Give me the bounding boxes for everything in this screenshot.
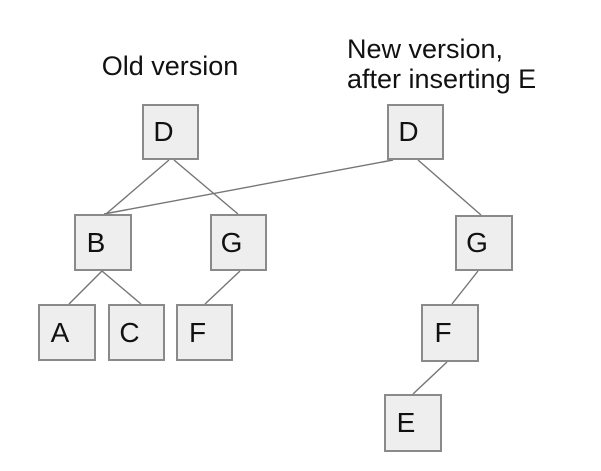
node-b: B xyxy=(74,214,132,271)
node-old-g: G xyxy=(210,214,267,271)
edge-B-A xyxy=(68,270,103,305)
edge-oldG-oldF xyxy=(204,270,241,305)
edge-newD-B xyxy=(103,159,394,215)
node-new-d-label: D xyxy=(398,116,419,147)
edge-B-C xyxy=(101,270,142,305)
node-new-f: F xyxy=(421,304,479,362)
node-a-label: A xyxy=(50,316,70,348)
node-new-f-label: F xyxy=(434,317,452,348)
node-old-f: F xyxy=(176,304,233,361)
node-e-label: E xyxy=(396,407,416,438)
new-version-title-line2: after inserting E xyxy=(347,64,537,94)
edge-newF-E xyxy=(412,361,448,395)
edge-oldD-oldG xyxy=(173,159,239,215)
node-new-d: D xyxy=(387,104,444,160)
node-new-g: G xyxy=(455,215,513,271)
node-old-g-label: G xyxy=(220,226,243,258)
node-old-f-label: F xyxy=(188,316,207,348)
edge-newD-newG xyxy=(417,159,482,216)
new-version-title-line1: New version, xyxy=(347,34,504,64)
node-b-label: B xyxy=(86,226,106,258)
node-old-d: D xyxy=(142,104,199,160)
edge-oldD-B xyxy=(105,159,170,215)
node-a: A xyxy=(38,304,96,361)
new-version-title: New version, after inserting E xyxy=(347,34,536,94)
node-old-d-label: D xyxy=(153,116,174,147)
old-version-title: Old version xyxy=(101,51,239,81)
node-e: E xyxy=(384,394,442,452)
node-c-label: C xyxy=(119,316,140,348)
node-new-g-label: G xyxy=(466,227,488,258)
node-c: C xyxy=(108,304,165,361)
edge-newG-newF xyxy=(451,270,479,305)
